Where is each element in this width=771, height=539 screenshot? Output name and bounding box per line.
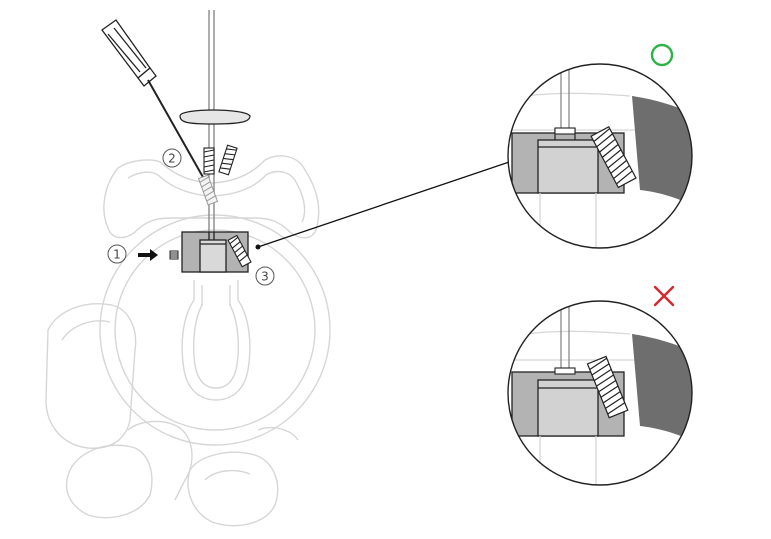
correct-check-icon bbox=[650, 43, 674, 67]
screw-icon bbox=[197, 174, 219, 206]
svg-text:3: 3 bbox=[261, 270, 269, 284]
step-callout-2: 2 bbox=[162, 148, 182, 168]
svg-text:2: 2 bbox=[168, 152, 176, 166]
screw-icon bbox=[218, 144, 238, 176]
screwdriver bbox=[101, 19, 209, 187]
screw-icon bbox=[227, 234, 252, 268]
detail-view-incorrect bbox=[507, 300, 693, 486]
svg-text:1: 1 bbox=[113, 248, 121, 262]
screw-icon bbox=[203, 147, 215, 175]
shaft-knob bbox=[179, 109, 251, 125]
leader-line bbox=[255, 160, 513, 250]
shaft bbox=[208, 10, 215, 240]
incorrect-cross-icon bbox=[653, 285, 675, 307]
arrow-right-icon bbox=[138, 249, 158, 261]
step-callout-1: 1 bbox=[107, 244, 127, 264]
product-outline bbox=[45, 155, 331, 527]
nut-icon bbox=[169, 250, 179, 260]
detail-view-correct bbox=[507, 63, 693, 249]
step-callout-3: 3 bbox=[255, 266, 275, 286]
